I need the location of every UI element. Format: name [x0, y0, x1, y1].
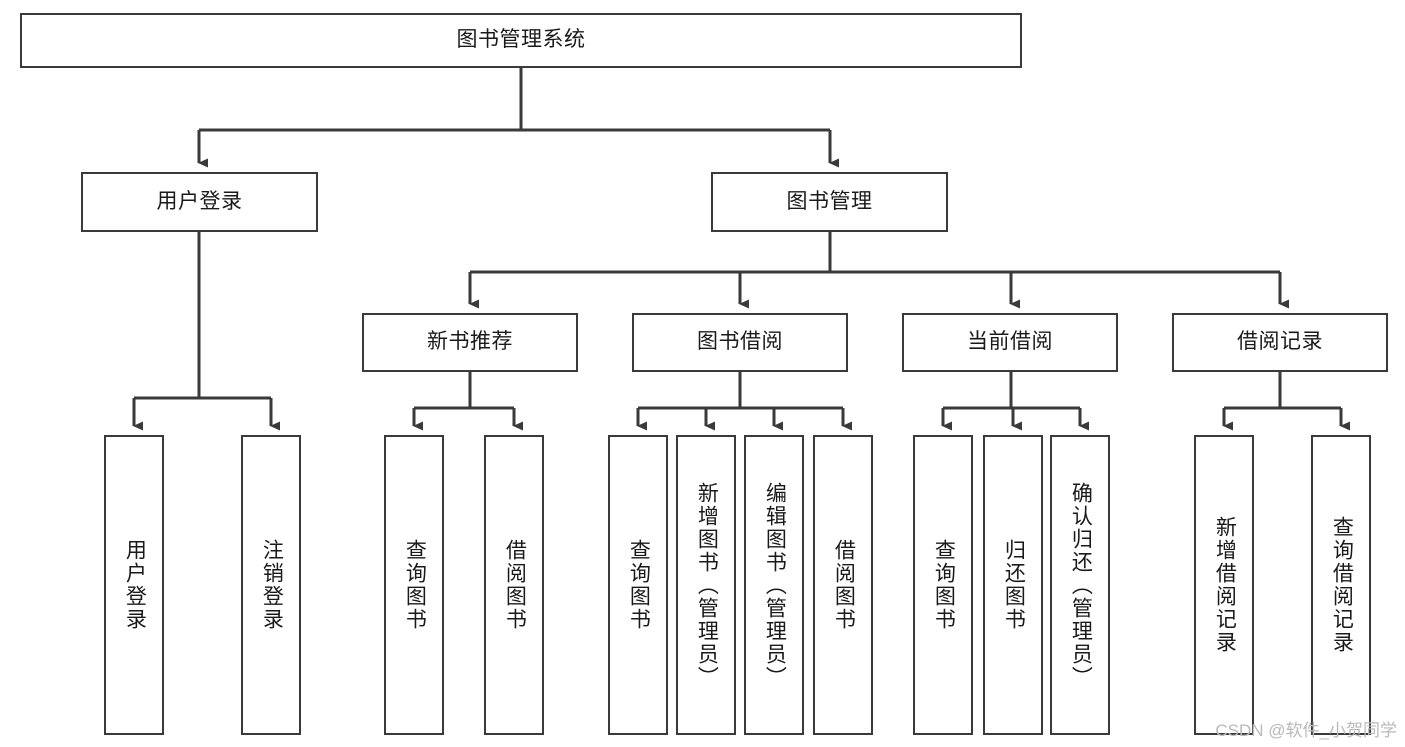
node-leaf-query-borrow-record[interactable]: 查询借阅记录: [1311, 435, 1371, 735]
node-label: 借阅图书: [503, 539, 527, 631]
node-label: 借阅图书: [832, 539, 856, 631]
node-label: 用户登录: [123, 539, 147, 631]
node-label: 新书推荐: [427, 330, 513, 354]
csdn-watermark: CSDN @软件_小贺同学: [1215, 721, 1397, 740]
node-label: 新增借阅记录: [1213, 516, 1237, 654]
node-root-system[interactable]: 图书管理系统: [20, 13, 1022, 68]
node-user-login[interactable]: 用户登录: [81, 172, 318, 232]
node-label: 查询图书: [932, 539, 956, 631]
node-leaf-user-login[interactable]: 用户登录: [104, 435, 164, 735]
node-current-borrow[interactable]: 当前借阅: [902, 313, 1118, 372]
node-book-management[interactable]: 图书管理: [711, 172, 948, 232]
node-leaf-return-book[interactable]: 归还图书: [983, 435, 1043, 735]
node-leaf-query-book-current[interactable]: 查询图书: [913, 435, 973, 735]
node-label: 用户登录: [156, 189, 243, 213]
node-leaf-edit-book-admin[interactable]: 编辑图书（管理员）: [744, 435, 804, 735]
node-leaf-add-book-admin[interactable]: 新增图书（管理员）: [676, 435, 736, 735]
node-label: 注销登录: [260, 539, 284, 631]
node-label: 编辑图书（管理员）: [763, 481, 787, 689]
node-leaf-query-book-borrow[interactable]: 查询图书: [608, 435, 668, 735]
node-book-borrow[interactable]: 图书借阅: [632, 313, 848, 372]
node-label: 查询借阅记录: [1330, 516, 1354, 654]
node-label: 图书借阅: [697, 330, 783, 354]
node-leaf-query-book-recommend[interactable]: 查询图书: [384, 435, 444, 735]
node-leaf-logout-login[interactable]: 注销登录: [241, 435, 301, 735]
node-label: 确认归还（管理员）: [1069, 481, 1093, 689]
node-new-book-recommend[interactable]: 新书推荐: [362, 313, 578, 372]
node-label: 归还图书: [1002, 539, 1026, 631]
node-label: 新增图书（管理员）: [695, 481, 719, 689]
node-label: 当前借阅: [967, 330, 1053, 354]
node-label: 借阅记录: [1237, 330, 1323, 354]
node-label: 图书管理系统: [456, 28, 586, 52]
node-label: 查询图书: [627, 539, 651, 631]
node-leaf-confirm-return-admin[interactable]: 确认归还（管理员）: [1050, 435, 1110, 735]
node-label: 查询图书: [403, 539, 427, 631]
node-leaf-add-borrow-record[interactable]: 新增借阅记录: [1194, 435, 1254, 735]
node-leaf-borrow-book[interactable]: 借阅图书: [813, 435, 873, 735]
node-borrow-record[interactable]: 借阅记录: [1172, 313, 1388, 372]
node-label: 图书管理: [786, 189, 873, 213]
node-leaf-borrow-book-recommend[interactable]: 借阅图书: [484, 435, 544, 735]
